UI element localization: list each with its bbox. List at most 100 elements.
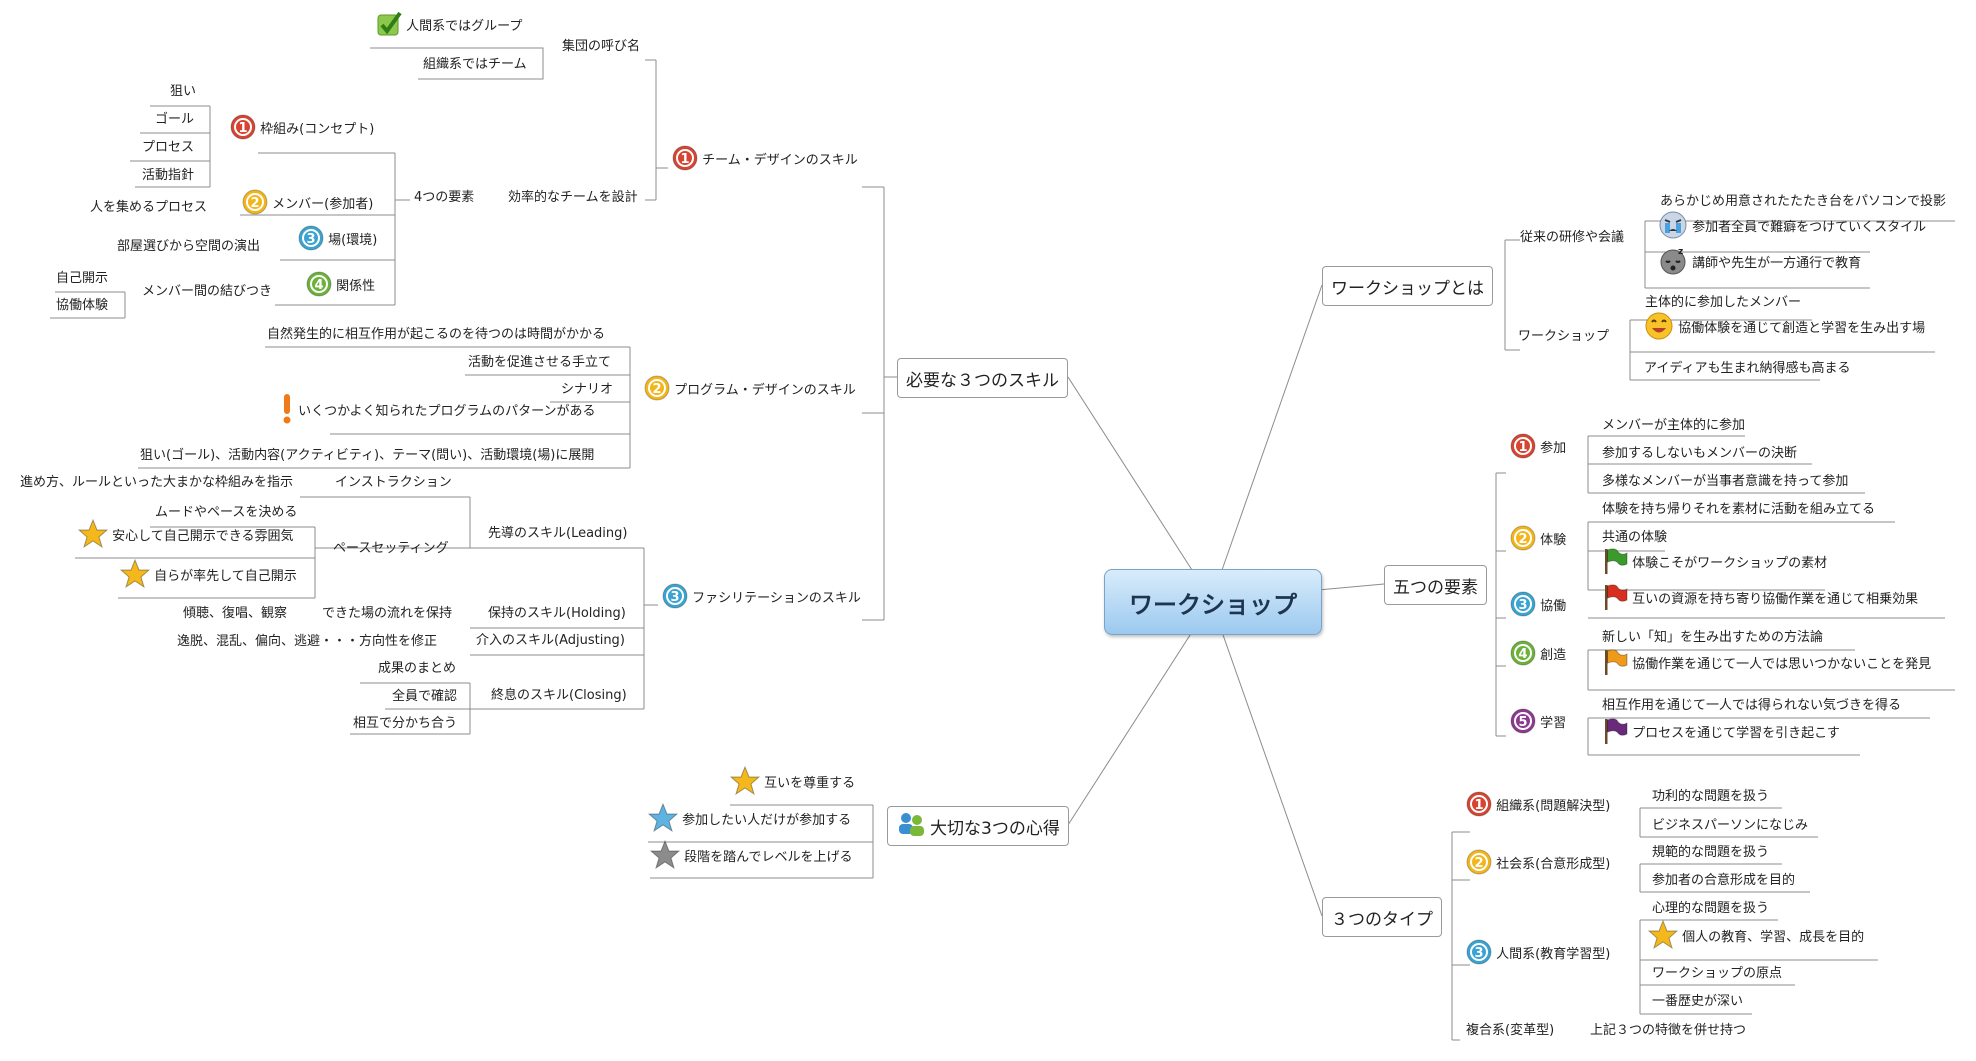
node-facilitation[interactable]: 3 ファシリテーションのスキル xyxy=(662,583,861,614)
node-lead-self[interactable]: 自らが率先して自己開示 xyxy=(119,558,297,594)
node-e1[interactable]: 体験を持ち帰りそれを素材に活動を組み立てる xyxy=(1602,502,1876,517)
node-voluntary[interactable]: 参加したい人だけが参加する xyxy=(647,802,851,838)
flag-icon xyxy=(1602,717,1628,750)
node-o1[interactable]: 功利的な問題を扱う xyxy=(1652,789,1770,804)
node-aim[interactable]: 狙い xyxy=(170,84,197,99)
node-summary[interactable]: 成果のまとめ xyxy=(378,661,457,676)
branch-mindset[interactable]: 大切な3つの心得 xyxy=(887,806,1069,846)
branch-skills[interactable]: 必要な３つのスキル xyxy=(897,358,1068,398)
node-creation[interactable]: 4 創造 xyxy=(1510,640,1566,671)
node-listen[interactable]: 傾聴、復唱、観察 xyxy=(183,606,288,621)
svg-text:3: 3 xyxy=(1518,598,1527,613)
node-w3[interactable]: アイディアも生まれ納得感も高まる xyxy=(1644,361,1851,376)
node-p4[interactable]: いくつかよく知られたプログラムのパターンがある xyxy=(280,393,595,430)
node-t1[interactable]: あらかじめ用意されたたたき台をパソコンで投影 xyxy=(1660,194,1947,209)
node-four-elements[interactable]: 4つの要素 xyxy=(414,190,475,205)
star-icon xyxy=(729,765,761,801)
node-e2[interactable]: 共通の体験 xyxy=(1602,530,1668,545)
node-program-design[interactable]: 2 プログラム・デザインのスキル xyxy=(644,375,856,406)
node-cr1[interactable]: 新しい「知」を生み出すための方法論 xyxy=(1602,630,1824,645)
node-h1[interactable]: 心理的な問題を扱う xyxy=(1652,901,1770,916)
node-experience[interactable]: 2 体験 xyxy=(1510,525,1566,556)
node-l2[interactable]: プロセスを通じて学習を引き起こす xyxy=(1602,717,1840,750)
node-social[interactable]: 2 社会系(合意形成型) xyxy=(1466,849,1610,880)
number-3-icon: 3 xyxy=(662,583,688,614)
node-human[interactable]: 3 人間系(教育学習型) xyxy=(1466,939,1610,970)
node-p5[interactable]: 狙い(ゴール)、活動内容(アクティビティ)、テーマ(問い)、活動環境(場)に展開 xyxy=(140,448,595,463)
node-closing[interactable]: 終息のスキル(Closing) xyxy=(491,688,627,703)
node-o2[interactable]: ビジネスパーソンになじみ xyxy=(1652,818,1809,833)
branch-what-is[interactable]: ワークショップとは xyxy=(1322,266,1493,306)
node-learning[interactable]: 5 学習 xyxy=(1510,708,1566,739)
node-s1[interactable]: 規範的な問題を扱う xyxy=(1652,845,1770,860)
node-safe[interactable]: 安心して自己開示できる雰囲気 xyxy=(77,518,294,554)
node-leading[interactable]: 先導のスキル(Leading) xyxy=(488,526,628,541)
node-holding[interactable]: 保持のスキル(Holding) xyxy=(488,606,626,621)
node-adjusting[interactable]: 介入のスキル(Adjusting) xyxy=(476,633,625,648)
node-t3[interactable]: z 講師や先生が一方通行で教育 xyxy=(1658,246,1861,281)
node-l1[interactable]: 相互作用を通じて一人では得られない気づきを得る xyxy=(1602,698,1902,713)
node-instruction[interactable]: インストラクション xyxy=(335,475,452,490)
number-3-icon: 3 xyxy=(298,225,324,256)
node-fix-direction[interactable]: 逸脱、混乱、偏向、逃避・・・方向性を修正 xyxy=(177,634,438,649)
node-s2[interactable]: 参加者の合意形成を目的 xyxy=(1652,873,1796,888)
node-collective-name[interactable]: 集団の呼び名 xyxy=(562,39,641,54)
node-room[interactable]: 部屋選びから空間の演出 xyxy=(117,239,261,254)
node-gather[interactable]: 人を集めるプロセス xyxy=(90,200,208,215)
node-pa1[interactable]: メンバーが主体的に参加 xyxy=(1602,418,1746,433)
node-pa2[interactable]: 参加するしないもメンバーの決断 xyxy=(1602,446,1798,461)
node-share[interactable]: 相互で分かち合う xyxy=(353,716,458,731)
node-respect[interactable]: 互いを尊重する xyxy=(729,765,855,801)
node-p3[interactable]: シナリオ xyxy=(561,382,614,397)
node-instruction-desc[interactable]: 進め方、ルールといった大まかな枠組みを指示 xyxy=(20,475,294,490)
node-cr2[interactable]: 協働作業を通じて一人では思いつかないことを発見 xyxy=(1602,648,1931,681)
node-workshop[interactable]: ワークショップ xyxy=(1518,329,1610,344)
node-framework[interactable]: 1 枠組み(コンセプト) xyxy=(230,114,374,145)
node-confirm[interactable]: 全員で確認 xyxy=(392,689,458,704)
node-m1[interactable]: 上記３つの特徴を併せ持つ xyxy=(1590,1023,1747,1038)
node-keep-flow[interactable]: できた場の流れを保持 xyxy=(322,606,453,621)
branch-types[interactable]: ３つのタイプ xyxy=(1322,897,1442,937)
number-2-icon: 2 xyxy=(1510,525,1536,556)
node-t2[interactable]: 参加者全員で難癖をつけていくスタイル xyxy=(1658,210,1926,245)
star-icon xyxy=(119,558,151,594)
node-guideline[interactable]: 活動指針 xyxy=(142,168,195,183)
node-p1[interactable]: 自然発生的に相互作用が起こるのを待つのは時間がかかる xyxy=(267,327,606,342)
node-relation[interactable]: 4 関係性 xyxy=(306,271,375,302)
node-e3[interactable]: 体験こそがワークショップの素材 xyxy=(1602,547,1827,580)
node-self-disclosure[interactable]: 自己開示 xyxy=(56,271,109,286)
node-h2[interactable]: 個人の教育、学習、成長を目的 xyxy=(1647,919,1864,955)
svg-text:2: 2 xyxy=(250,196,259,211)
branch-elements[interactable]: 五つの要素 xyxy=(1384,565,1487,605)
node-w1[interactable]: 主体的に参加したメンバー xyxy=(1645,295,1802,310)
node-team-design[interactable]: 1 チーム・デザインのスキル xyxy=(672,145,858,176)
node-w2[interactable]: 協働体験を通じて創造と学習を生み出す場 xyxy=(1644,311,1925,346)
checkmark-icon xyxy=(376,11,402,42)
node-participation[interactable]: 1 参加 xyxy=(1510,433,1566,464)
node-p2[interactable]: 活動を促進させる手立て xyxy=(468,355,612,370)
number-2-icon: 2 xyxy=(242,189,268,220)
node-goal[interactable]: ゴール xyxy=(155,112,195,127)
node-mixed[interactable]: 複合系(変革型) xyxy=(1466,1023,1555,1038)
node-org[interactable]: 1 組織系(問題解決型) xyxy=(1466,791,1610,822)
node-process[interactable]: プロセス xyxy=(142,140,195,155)
node-c1[interactable]: 互いの資源を持ち寄り協働作業を通じて相乗効果 xyxy=(1602,583,1918,616)
node-pa3[interactable]: 多様なメンバーが当事者意識を持って参加 xyxy=(1602,474,1849,489)
node-place[interactable]: 3 場(環境) xyxy=(298,225,377,256)
node-group[interactable]: 人間系ではグループ xyxy=(376,11,522,42)
node-steps[interactable]: 段階を踏んでレベルを上げる xyxy=(649,839,853,875)
node-traditional[interactable]: 従来の研修や会議 xyxy=(1520,230,1625,245)
node-efficient[interactable]: 効率的なチームを設計 xyxy=(508,190,638,205)
node-mood[interactable]: ムードやペースを決める xyxy=(155,505,298,520)
node-collab[interactable]: 3 協働 xyxy=(1510,591,1566,622)
central-topic[interactable]: ワークショップ xyxy=(1104,569,1322,635)
node-bond[interactable]: メンバー間の結びつき xyxy=(142,284,273,299)
node-pace[interactable]: ペースセッティング xyxy=(333,541,449,556)
node-team[interactable]: 組織系ではチーム xyxy=(423,57,527,72)
node-cooperation[interactable]: 協働体験 xyxy=(56,298,109,313)
crying-face-icon xyxy=(1658,210,1688,245)
node-h4[interactable]: 一番歴史が深い xyxy=(1652,994,1744,1009)
node-h3[interactable]: ワークショップの原点 xyxy=(1652,966,1783,981)
node-member[interactable]: 2 メンバー(参加者) xyxy=(242,189,373,220)
